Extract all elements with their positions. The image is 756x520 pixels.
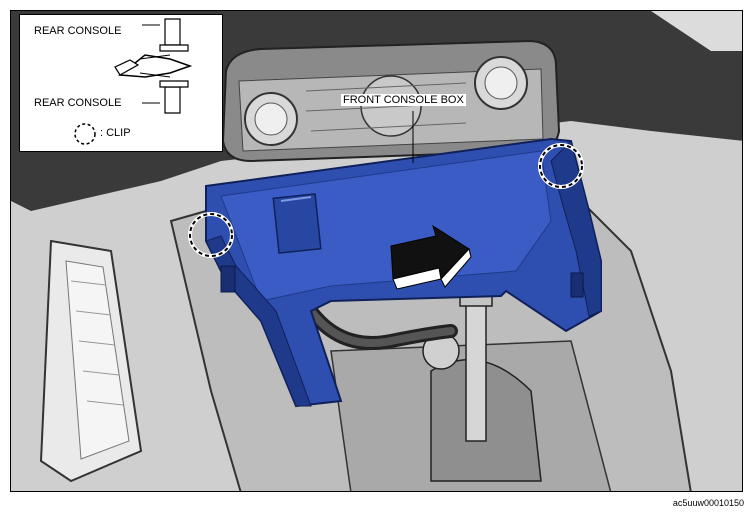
figure-id: ac5uuw00010150 [672,498,744,508]
clip-legend-label: : CLIP [100,127,131,139]
console-tab [272,193,322,254]
clip-detail-inset: REAR CONSOLE REAR CONSOLE : CLIP [19,14,223,152]
clip-legend-icon [74,123,96,145]
clip-body [118,54,193,78]
center-dial [360,75,422,137]
rear-console-label-bottom: REAR CONSOLE [34,97,122,109]
front-console-box-label: FRONT CONSOLE BOX [341,94,466,106]
clip-detail-drawing [74,18,193,145]
removal-arrow-icon [390,224,472,290]
illustration-frame: REAR CONSOLE REAR CONSOLE : CLIP FRONT C… [10,10,743,492]
rear-console-label-top: REAR CONSOLE [34,25,122,37]
